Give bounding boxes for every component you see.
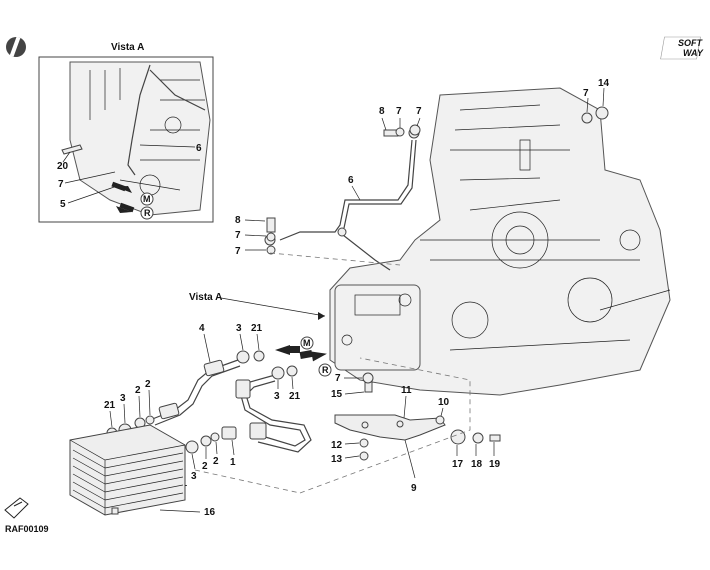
flow-arrows: M R [275, 336, 332, 377]
part-label-11: 11 [401, 385, 412, 396]
part-label-7a: 7 [396, 106, 402, 117]
part-label-3b: 3 [274, 391, 280, 402]
banjo-fittings-top [381, 117, 421, 137]
bracket-assembly [334, 372, 446, 479]
inset-arrow-label-r: R [144, 208, 151, 218]
inset-part-7: 7 [58, 179, 64, 190]
inset-part-6: 6 [196, 143, 202, 154]
part-label-7f: 7 [335, 373, 341, 384]
part-label-21c: 21 [104, 400, 116, 411]
part-label-4: 4 [199, 323, 205, 334]
drawing-code: RAF00109 [5, 524, 49, 534]
part-label-18: 18 [471, 459, 483, 470]
part-label-2a: 2 [135, 385, 141, 396]
inset-title: Vista A [111, 42, 144, 53]
section-marker-icon [6, 36, 26, 57]
part-label-17: 17 [452, 459, 464, 470]
part-label-13: 13 [331, 454, 343, 465]
fittings-right [450, 429, 501, 456]
gearbox-cover [334, 284, 421, 371]
engine-block [329, 87, 671, 396]
inset-view: Vista A M R 6 20 7 5 [38, 42, 214, 223]
view-label: Vista A [189, 292, 222, 303]
oil-cooler [69, 424, 186, 516]
part-label-21b: 21 [289, 391, 301, 402]
part-label-9: 9 [411, 483, 417, 494]
plug-14 [581, 87, 609, 124]
logo-line2: WAY [683, 48, 704, 58]
part-label-6: 6 [348, 175, 354, 186]
oil-pipe-6 [264, 127, 420, 271]
part-label-2d: 2 [213, 456, 219, 467]
part-label-12: 12 [331, 440, 343, 451]
inset-pipe [127, 64, 151, 176]
assembly-guide-line [299, 357, 471, 494]
oil-hoses [149, 359, 312, 453]
part-label-8a: 8 [379, 106, 385, 117]
part-label-3a: 3 [236, 323, 242, 334]
part-label-8b: 8 [235, 215, 241, 226]
arrow-label-r: R [322, 365, 329, 375]
part-label-15: 15 [331, 389, 343, 400]
part-label-14: 14 [598, 78, 610, 89]
logo-line1: SOFT [678, 38, 704, 48]
book-icon [4, 497, 29, 519]
inset-bolt-20 [61, 144, 83, 155]
part-label-1: 1 [230, 457, 236, 468]
inset-part-5: 5 [60, 199, 66, 210]
inset-arrow-label-m: M [143, 194, 151, 204]
banjo-fittings-left [244, 217, 276, 255]
part-label-21a: 21 [251, 323, 263, 334]
softway-logo: SOFT WAY [660, 36, 704, 60]
inset-part-20: 20 [57, 161, 69, 172]
part-label-3c: 3 [120, 393, 126, 404]
part-label-10: 10 [438, 397, 450, 408]
part-label-7b: 7 [416, 106, 422, 117]
arrow-label-m: M [303, 338, 311, 348]
part-label-7d: 7 [235, 230, 241, 241]
part-label-7e: 7 [235, 246, 241, 257]
part-label-19: 19 [489, 459, 501, 470]
part-label-7c: 7 [583, 88, 589, 99]
part-label-2b: 2 [145, 379, 151, 390]
part-label-2c: 2 [202, 461, 208, 472]
part-label-16: 16 [204, 507, 216, 518]
part-label-3d: 3 [191, 471, 197, 482]
